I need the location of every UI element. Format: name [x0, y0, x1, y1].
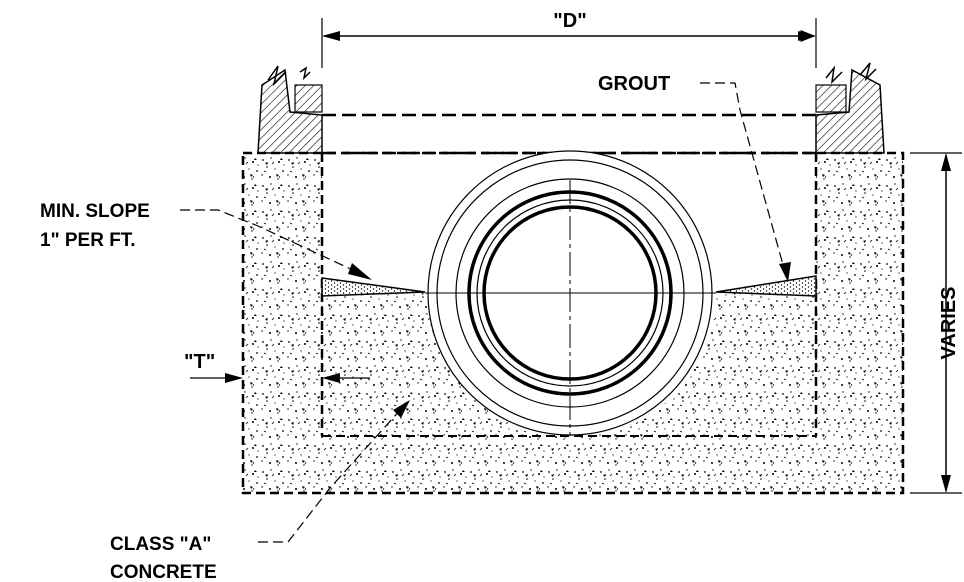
label-min-slope-1: MIN. SLOPE [40, 201, 150, 222]
label-concrete-1: CLASS "A" [110, 534, 211, 555]
grout-right [715, 275, 817, 297]
label-min-slope-2: 1" PER FT. [40, 230, 136, 251]
pipe [425, 150, 716, 436]
concrete-base [243, 153, 903, 493]
label-varies: VARIES [938, 287, 960, 360]
label-dimension-d: "D" [553, 10, 586, 32]
brick-left [257, 68, 323, 154]
grout-left [321, 277, 426, 297]
label-concrete-2: CONCRETE [110, 562, 217, 582]
label-thickness-t: "T" [184, 351, 215, 373]
label-grout: GROUT [598, 73, 670, 95]
brick-right [815, 68, 885, 154]
